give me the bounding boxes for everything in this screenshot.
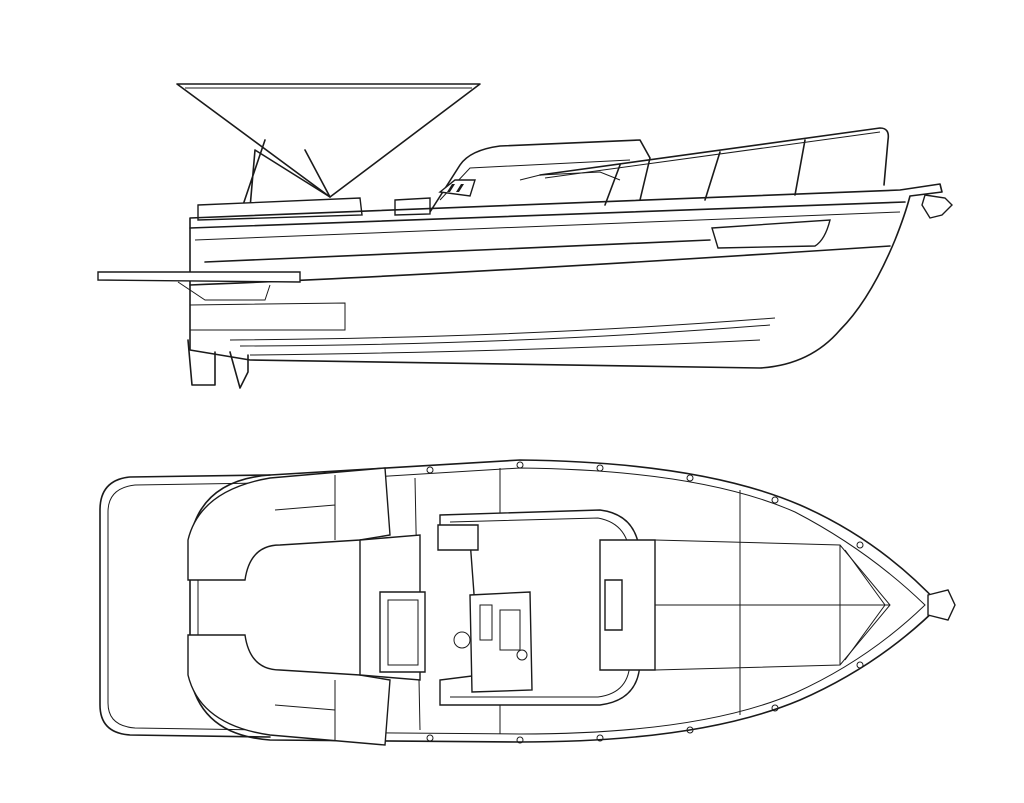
side-profile-view — [97, 83, 953, 389]
swim-platform — [97, 271, 301, 283]
hull-window — [711, 219, 831, 249]
helm-seat — [379, 591, 426, 673]
windshield — [429, 139, 651, 213]
stern-seating — [197, 197, 363, 221]
console-seat — [437, 524, 479, 551]
deck-cleats — [426, 461, 864, 744]
dashboard — [469, 591, 533, 693]
propeller — [229, 351, 249, 389]
bow-deck — [654, 539, 956, 671]
hull-side — [189, 183, 943, 369]
steering-wheel — [453, 631, 471, 649]
console-box — [394, 197, 431, 216]
anchor-plan — [927, 589, 956, 621]
bimini-top — [176, 83, 481, 209]
top-plan-view — [99, 459, 956, 746]
swim-platform-plan — [99, 474, 271, 738]
helm-console — [437, 509, 656, 706]
skeg — [187, 339, 216, 386]
stern-seating-plan — [187, 467, 426, 746]
anchor — [921, 194, 953, 219]
bow-rail — [539, 127, 890, 206]
